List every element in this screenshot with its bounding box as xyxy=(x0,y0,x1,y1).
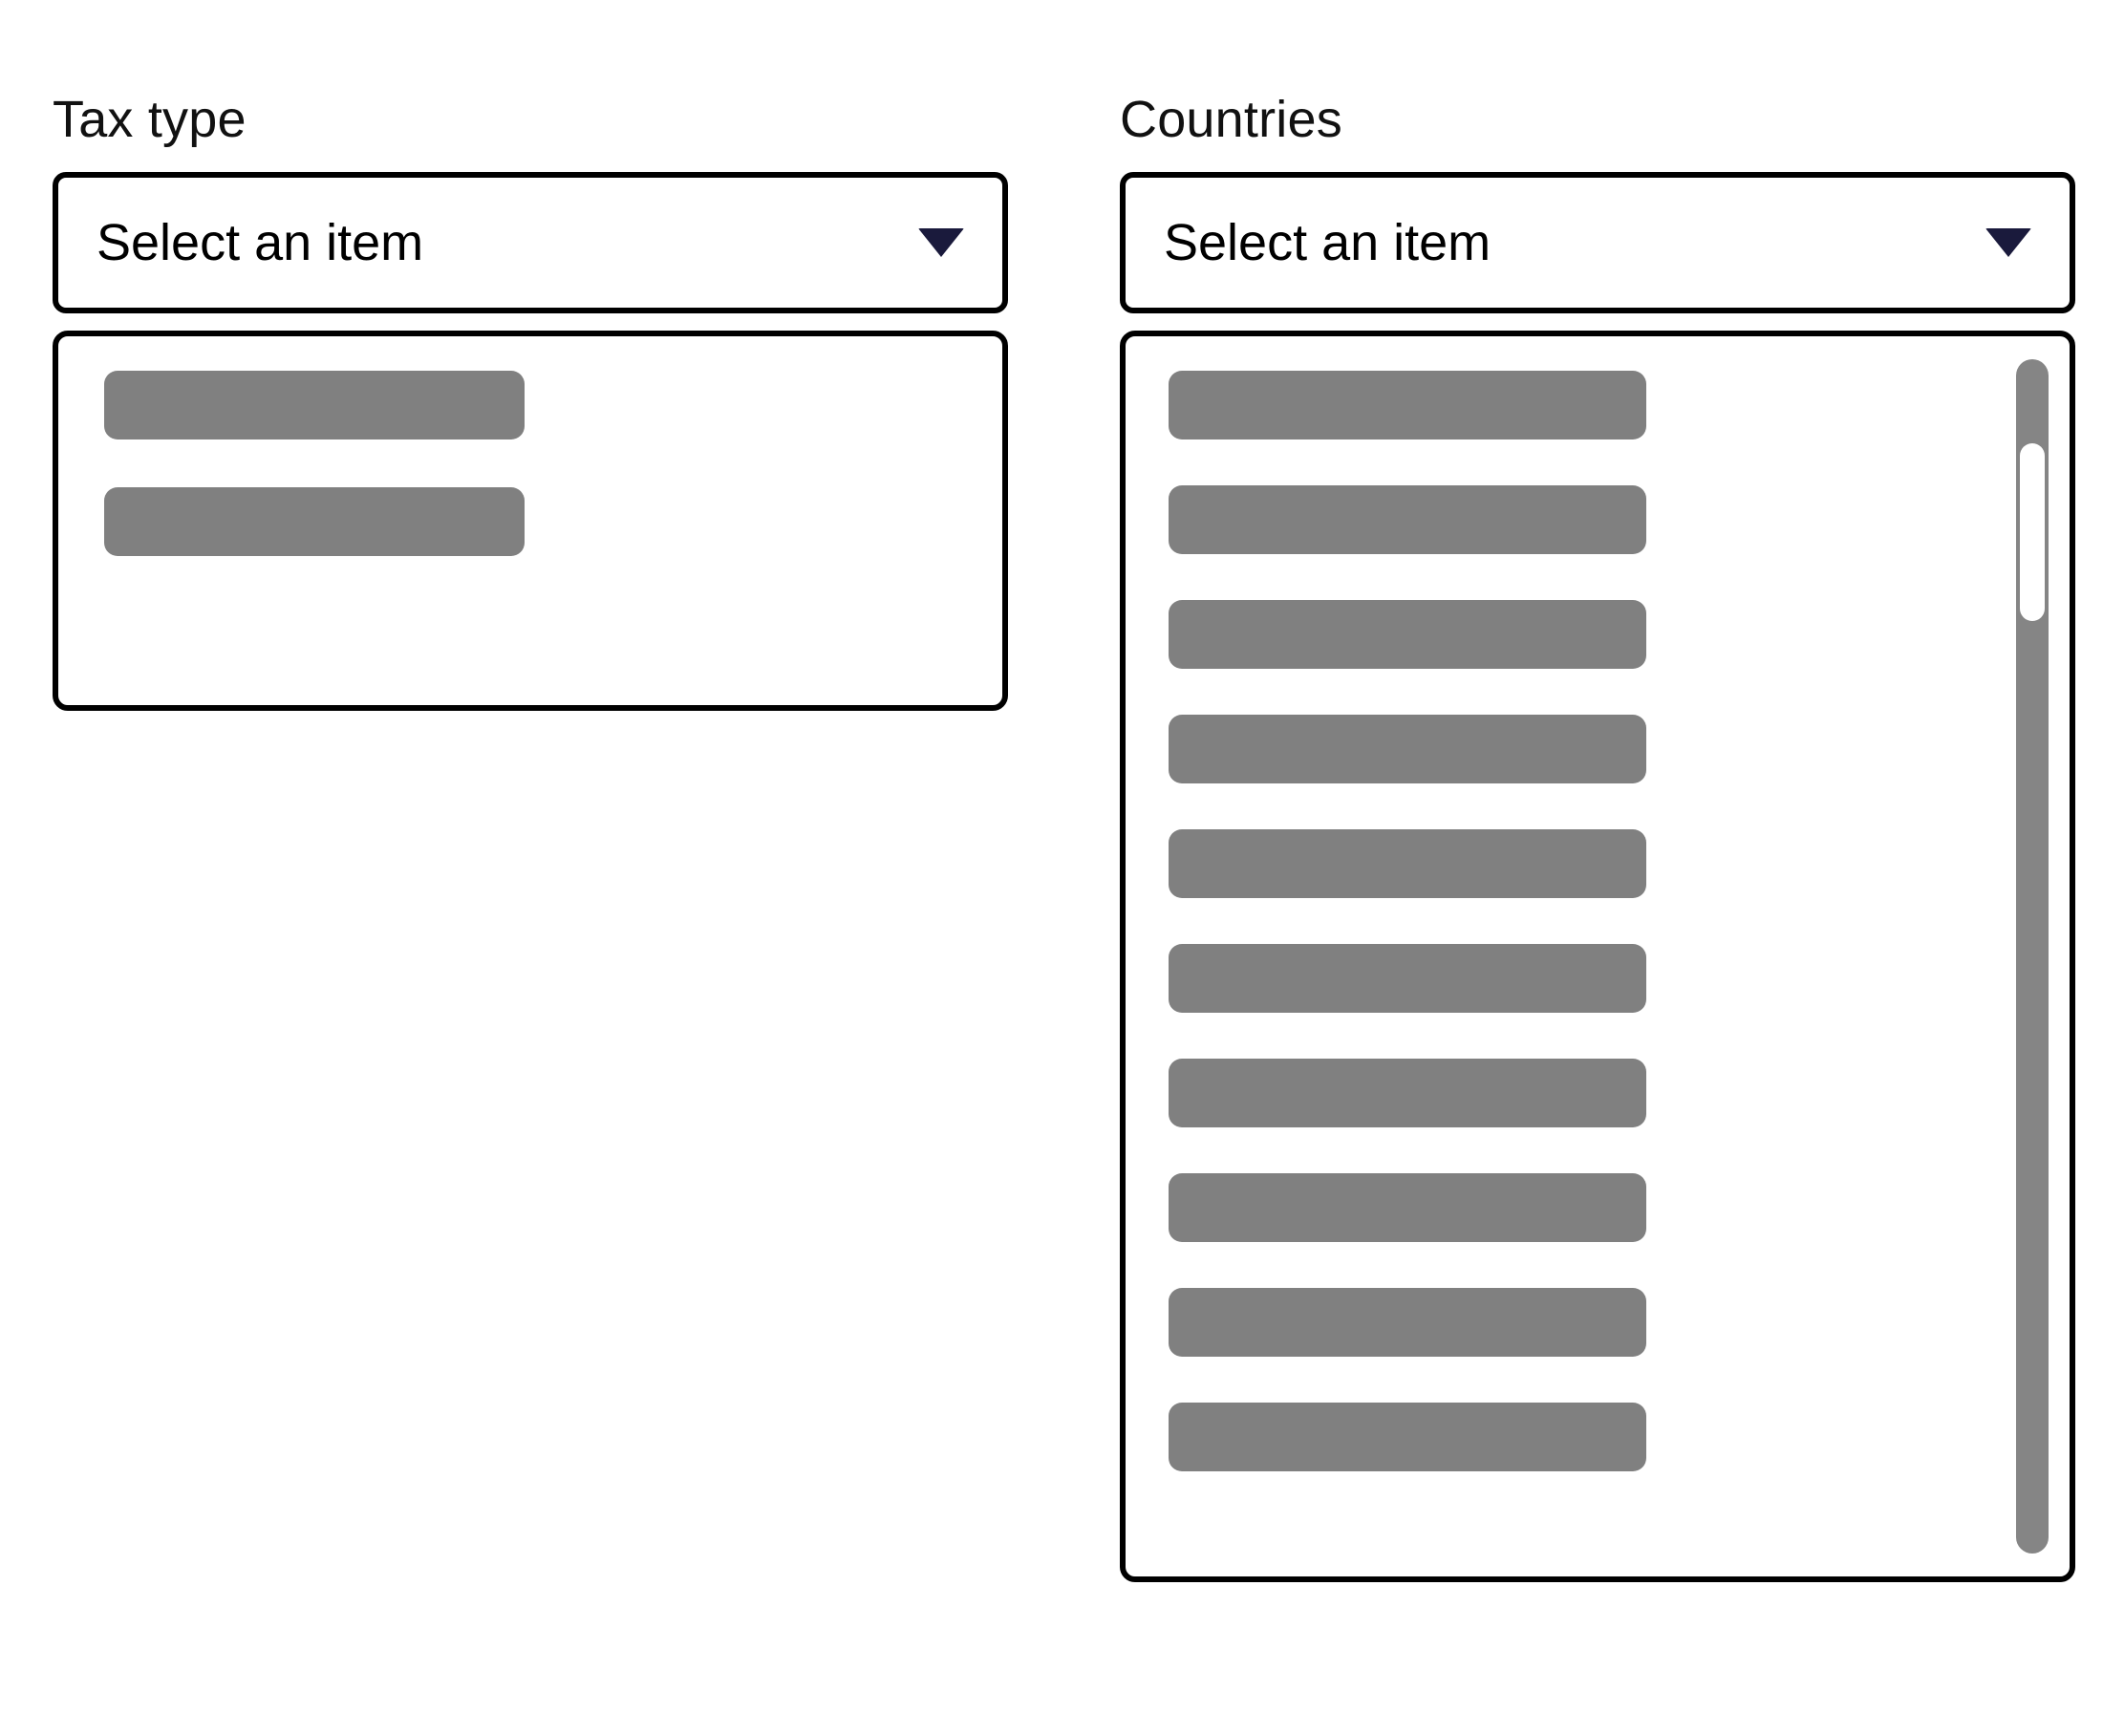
skeleton-list-item xyxy=(1169,829,1646,898)
countries-select[interactable]: Select an item xyxy=(1120,172,2075,313)
tax-type-select[interactable]: Select an item xyxy=(53,172,1008,313)
skeleton-list-item xyxy=(1169,715,1646,783)
countries-label: Countries xyxy=(1120,91,1342,148)
skeleton-list-item xyxy=(1169,371,1646,439)
countries-field-group: Countries Select an item xyxy=(1120,94,2075,1582)
skeleton-list-item xyxy=(104,371,525,439)
skeleton-list-item xyxy=(1169,1403,1646,1471)
tax-type-field-group: Tax type Select an item xyxy=(53,94,1008,711)
countries-select-value: Select an item xyxy=(1164,214,1491,271)
tax-type-listbox-scrollarea xyxy=(58,336,1002,705)
tax-type-select-value: Select an item xyxy=(97,214,424,271)
countries-listbox-scrollarea xyxy=(1126,336,2070,1576)
countries-listbox[interactable] xyxy=(1120,331,2075,1582)
skeleton-list-item xyxy=(1169,485,1646,554)
skeleton-list-item xyxy=(1169,944,1646,1013)
tax-type-listbox[interactable] xyxy=(53,331,1008,711)
countries-listbox-scrollbar-thumb[interactable] xyxy=(2020,443,2045,621)
tax-type-label: Tax type xyxy=(53,91,247,148)
chevron-down-icon xyxy=(918,228,964,257)
skeleton-list-item xyxy=(1169,1059,1646,1127)
skeleton-list-item xyxy=(104,487,525,556)
chevron-down-icon xyxy=(1985,228,2031,257)
skeleton-list-item xyxy=(1169,1173,1646,1242)
countries-listbox-scrollbar[interactable] xyxy=(2016,359,2049,1554)
skeleton-list-item xyxy=(1169,1288,1646,1357)
skeleton-list-item xyxy=(1169,600,1646,669)
